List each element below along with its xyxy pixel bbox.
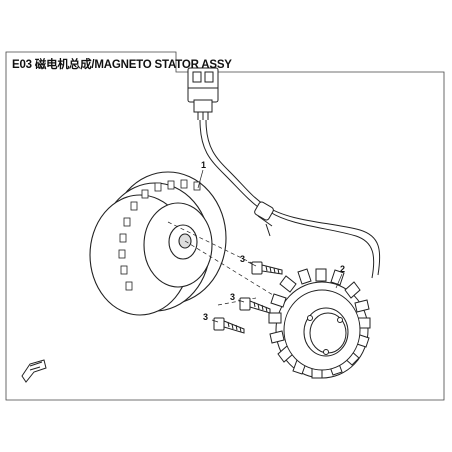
diagram-name: 磁电机总成/MAGNETO STATOR ASSY [34,59,232,71]
diagram-code: E03 [12,59,32,71]
diagram-title: E03 磁电机总成/MAGNETO STATOR ASSY [12,56,232,72]
bolt-upper [251,261,283,275]
callout-3-upper: 3 [240,254,246,264]
bolt-lower [213,317,245,334]
callout-2: 2 [340,264,346,274]
bolt-middle [239,297,271,314]
callout-1: 1 [201,160,207,170]
wire-harness [199,119,381,279]
stator-assembly [268,268,371,379]
callout-3-middle: 3 [230,292,236,302]
flywheel-rotor [89,171,227,316]
connector-plug [187,67,219,120]
callout-3-lower: 3 [203,312,209,322]
diagram-frame [5,51,445,401]
leader-lines [197,169,343,323]
fwd-arrow-icon [21,359,47,383]
